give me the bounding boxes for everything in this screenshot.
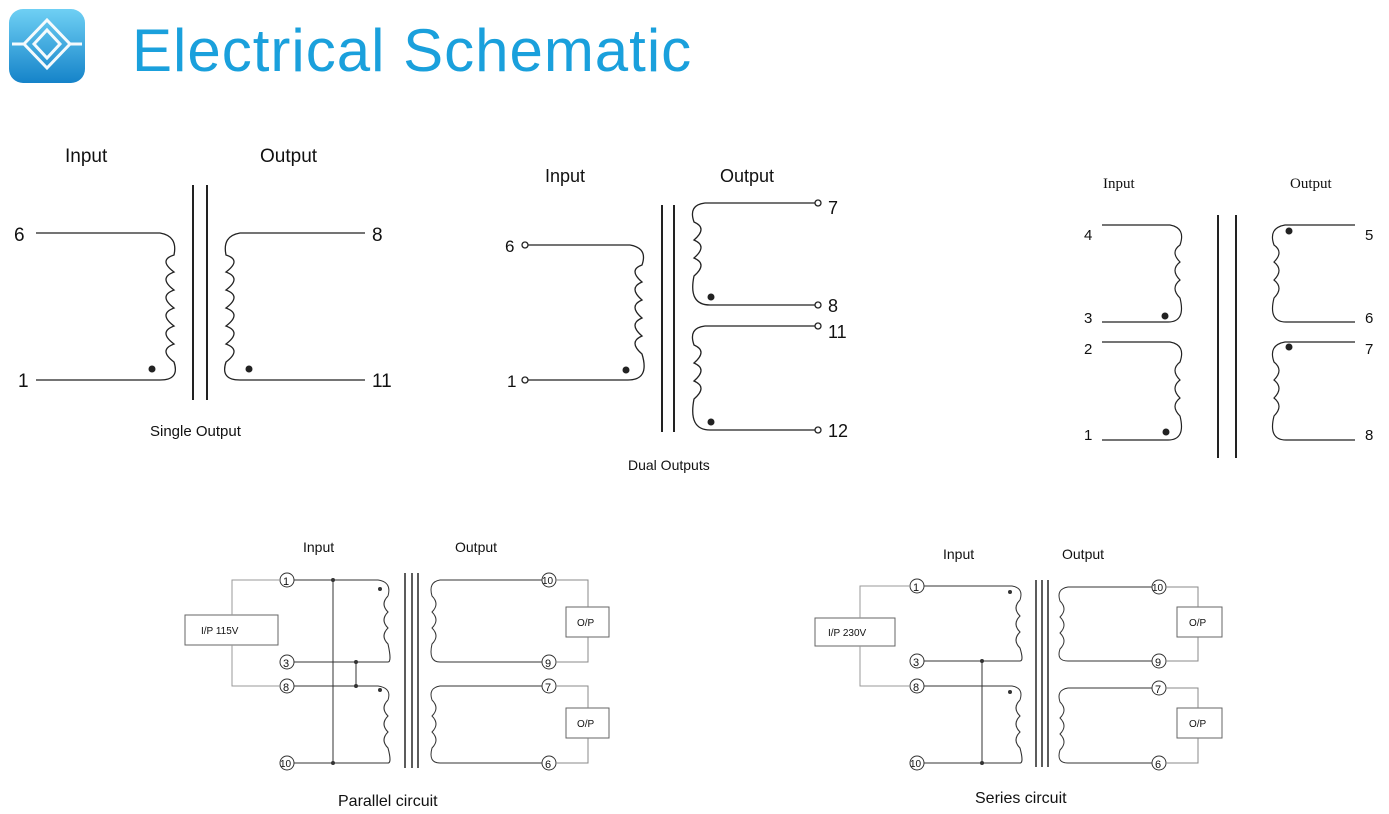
pin-label: 7 [828,198,838,218]
four-winding-diagram: Input Output 4 3 2 1 5 6 7 8 [1084,176,1373,458]
output-box-label: O/P [577,618,595,629]
polarity-dot [707,293,715,301]
series-circuit-diagram: Input Output 1 3 8 10 10 9 7 6 I/P 230V … [814,546,1223,807]
output-box-label: O/P [1189,719,1207,730]
secondary-winding [223,232,365,381]
diamond-arrows-logo-icon [8,8,86,84]
pin-label: 8 [913,682,919,694]
pin-label: 7 [1155,684,1161,696]
pin-label: 3 [283,658,289,670]
page-title: Electrical Schematic [132,17,693,84]
pin-label: 1 [913,582,919,594]
polarity-dot [1285,343,1293,351]
polarity-dot [707,418,715,426]
diagram-caption: Dual Outputs [628,457,710,473]
pin-label: 7 [545,682,551,694]
pin-label: 10 [280,759,292,770]
pin-label: 3 [913,657,919,669]
parallel-circuit-diagram: Input Output 1 3 8 10 10 9 7 6 I/P 115V [184,539,610,810]
polarity-dot [1162,428,1170,436]
polarity-dot [1285,227,1293,235]
single-input-label: Input [65,146,108,167]
pin-label: 8 [283,682,289,694]
polarity-dot [245,365,253,373]
page-header: Electrical Schematic [0,0,1389,100]
pin-label: 11 [828,322,847,342]
series-input-label: Input [943,546,974,562]
secondary-winding-1 [691,202,815,306]
fw-input-label: Input [1103,176,1135,192]
diagram-caption: Single Output [150,423,242,440]
pin-label: 9 [1155,657,1161,669]
pin-label: 2 [1084,341,1092,358]
single-output-diagram: Input Output 6 1 8 11 Single Output [14,146,392,440]
output-box-label: O/P [577,719,595,730]
pin-label: 6 [14,225,25,246]
diagram-caption: Parallel circuit [338,793,438,810]
pin-label: 10 [1152,583,1164,594]
output-box-label: O/P [1189,618,1207,629]
pin-label: 1 [283,576,289,588]
pin-label: 6 [545,759,551,771]
pin-label: 8 [828,296,838,316]
input-box-label: I/P 230V [828,628,867,639]
pin-label: 10 [910,759,922,770]
pin-label: 1 [1084,427,1092,444]
parallel-output-label: Output [455,539,497,555]
pin-label: 6 [505,237,514,256]
pin-label: 6 [1155,759,1161,771]
pin-label: 4 [1084,227,1092,244]
pin-label: 10 [542,576,554,587]
single-output-label: Output [260,146,318,167]
pin-label: 3 [1084,310,1092,327]
pin-label: 5 [1365,227,1373,244]
primary-winding [36,232,177,381]
polarity-dot [1161,312,1169,320]
diagram-caption: Series circuit [975,790,1067,807]
primary-winding [528,244,645,381]
input-box-label: I/P 115V [201,626,239,637]
polarity-dot [622,366,630,374]
pin-label: 1 [507,372,516,391]
pin-label: 6 [1365,310,1373,327]
dual-output-label: Output [720,166,774,186]
pin-label: 9 [545,658,551,670]
pin-label: 8 [372,225,383,246]
series-output-label: Output [1062,546,1104,562]
dual-input-label: Input [545,166,585,186]
pin-label: 1 [18,371,29,392]
pin-label: 7 [1365,341,1373,358]
pin-label: 11 [372,371,392,392]
parallel-input-label: Input [303,539,334,555]
dual-outputs-diagram: Input Output 6 1 7 8 11 12 Dual Outputs [505,166,848,473]
polarity-dot [148,365,156,373]
pin-label: 8 [1365,427,1373,444]
secondary-winding-2 [691,325,815,431]
fw-output-label: Output [1290,176,1333,192]
pin-label: 12 [828,421,848,441]
